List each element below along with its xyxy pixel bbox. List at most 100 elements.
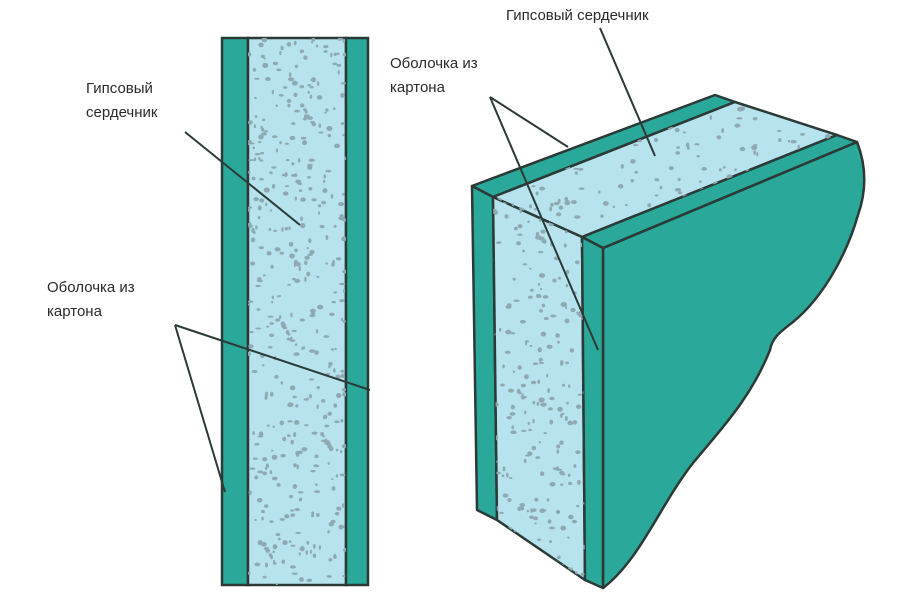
gypsum-speck bbox=[324, 111, 327, 114]
gypsum-speck bbox=[269, 333, 275, 338]
gypsum-speck bbox=[659, 185, 663, 190]
gypsum-speck bbox=[253, 157, 257, 162]
gypsum-speck bbox=[675, 151, 681, 155]
gypsum-speck bbox=[309, 94, 313, 99]
gypsum-speck bbox=[575, 450, 581, 455]
gypsum-speck bbox=[284, 514, 290, 519]
gypsum-speck bbox=[333, 225, 337, 228]
gypsum-speck bbox=[293, 352, 300, 356]
gypsum-speck bbox=[316, 275, 320, 278]
gypsum-speck bbox=[534, 522, 537, 525]
gypsum-speck bbox=[291, 572, 298, 575]
gypsum-speck bbox=[260, 125, 263, 130]
gypsum-speck bbox=[307, 253, 313, 256]
gypsum-speck bbox=[316, 404, 319, 410]
gypsum-speck bbox=[338, 201, 344, 207]
gypsum-speck bbox=[248, 206, 253, 209]
gypsum-speck bbox=[557, 276, 562, 280]
gypsum-speck bbox=[716, 135, 722, 140]
gypsum-speck bbox=[286, 434, 291, 438]
gypsum-speck bbox=[557, 406, 563, 412]
gypsum-speck bbox=[327, 530, 330, 534]
gypsum-speck bbox=[310, 469, 316, 473]
gypsum-speck bbox=[265, 77, 271, 82]
gypsum-speck bbox=[323, 174, 326, 179]
gypsum-speck bbox=[299, 577, 304, 582]
gypsum-speck bbox=[262, 457, 268, 462]
gypsum-speck bbox=[252, 431, 255, 436]
gypsum-speck bbox=[524, 410, 527, 415]
gypsum-speck bbox=[271, 166, 277, 169]
gypsum-speck bbox=[505, 167, 510, 171]
front-cardboard-face bbox=[601, 140, 866, 590]
gypsum-speck bbox=[647, 203, 652, 208]
gypsum-speck bbox=[718, 168, 722, 172]
gypsum-speck bbox=[331, 486, 336, 491]
gypsum-speck bbox=[538, 357, 543, 362]
gypsum-speck bbox=[528, 428, 533, 432]
gypsum-speck bbox=[557, 555, 561, 560]
gypsum-speck bbox=[340, 373, 345, 378]
gypsum-speck bbox=[334, 420, 340, 424]
gypsum-speck bbox=[257, 215, 261, 220]
gypsum-speck bbox=[572, 419, 578, 425]
gypsum-speck bbox=[328, 557, 333, 562]
gypsum-speck bbox=[529, 547, 533, 552]
gypsum-speck bbox=[528, 295, 533, 299]
gypsum-speck bbox=[516, 103, 523, 108]
gypsum-speck bbox=[276, 483, 281, 487]
gypsum-speck bbox=[269, 171, 273, 175]
gypsum-speck bbox=[532, 362, 539, 366]
gypsum-speck bbox=[261, 516, 264, 521]
gypsum-speck bbox=[577, 393, 582, 396]
gypsum-speck bbox=[293, 40, 297, 46]
gypsum-speck bbox=[819, 102, 824, 106]
gypsum-speck bbox=[722, 166, 726, 169]
gypsum-speck bbox=[249, 331, 254, 334]
gypsum-speck bbox=[271, 89, 275, 95]
gypsum-speck bbox=[539, 309, 543, 313]
gypsum-speck bbox=[322, 179, 326, 184]
gypsum-speck bbox=[342, 392, 346, 397]
gypsum-speck bbox=[254, 115, 258, 119]
gypsum-speck bbox=[510, 430, 517, 435]
gypsum-speck bbox=[292, 483, 298, 489]
leader-left-shell-b bbox=[174, 324, 371, 391]
gypsum-speck bbox=[258, 431, 264, 437]
gypsum-speck bbox=[340, 82, 346, 85]
gypsum-speck bbox=[549, 540, 553, 544]
gypsum-speck bbox=[531, 185, 536, 188]
gypsum-speck bbox=[734, 123, 741, 128]
gypsum-speck bbox=[341, 444, 346, 449]
gypsum-speck bbox=[325, 169, 332, 173]
gypsum-speck bbox=[736, 117, 743, 120]
gypsum-speck bbox=[537, 347, 542, 353]
gypsum-speck bbox=[260, 151, 265, 155]
gypsum-speck bbox=[248, 351, 252, 356]
gypsum-speck bbox=[342, 574, 346, 578]
gypsum-speck bbox=[330, 519, 336, 524]
gypsum-speck bbox=[549, 526, 555, 530]
gypsum-speck bbox=[271, 135, 278, 139]
gypsum-speck bbox=[556, 449, 560, 454]
gypsum-speck bbox=[267, 315, 274, 318]
gypsum-speck bbox=[561, 412, 565, 416]
gypsum-speck bbox=[272, 550, 276, 553]
gypsum-speck bbox=[539, 186, 546, 191]
gypsum-speck bbox=[517, 233, 523, 236]
gypsum-speck bbox=[314, 350, 319, 355]
gypsum-speck bbox=[261, 132, 267, 136]
gypsum-speck bbox=[340, 419, 344, 423]
gypsum-speck bbox=[538, 282, 541, 286]
gypsum-speck bbox=[258, 246, 265, 250]
gypsum-speck bbox=[288, 77, 295, 82]
gypsum-speck bbox=[291, 80, 298, 86]
gypsum-speck bbox=[555, 579, 560, 580]
gypsum-speck bbox=[517, 506, 522, 512]
gypsum-speck bbox=[824, 134, 831, 139]
gypsum-speck bbox=[309, 314, 316, 318]
gypsum-speck bbox=[569, 348, 575, 353]
gypsum-speck bbox=[254, 475, 258, 480]
gypsum-speck bbox=[332, 259, 335, 265]
gypsum-speck bbox=[281, 173, 285, 177]
